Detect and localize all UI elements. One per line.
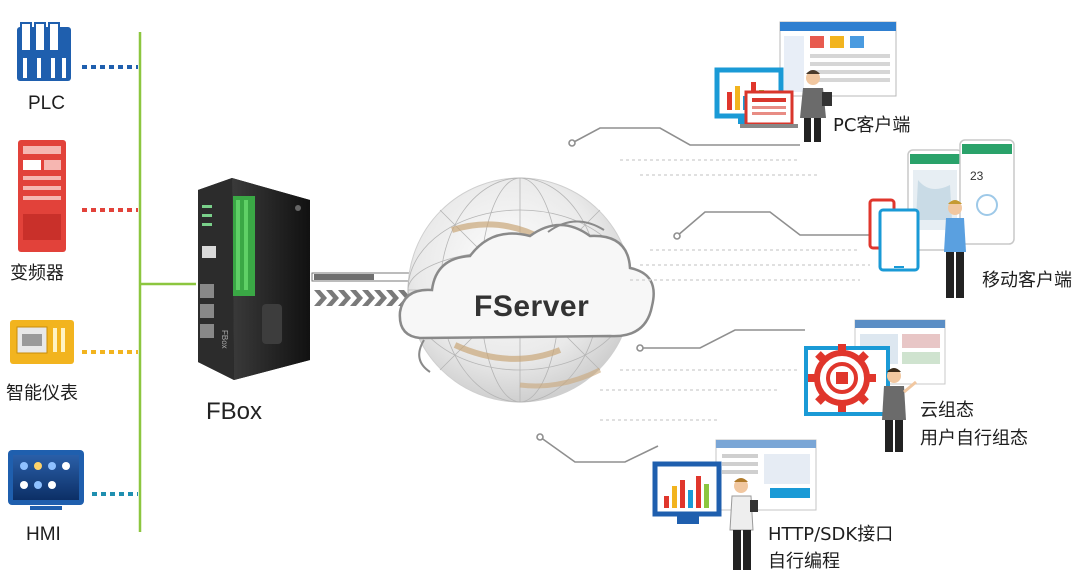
- device-label-hmi: HMI: [26, 524, 61, 545]
- client-label-sdk-1: HTTP/SDK接口: [768, 524, 894, 545]
- gear-icon: [808, 344, 876, 412]
- svg-text:23: 23: [970, 169, 984, 183]
- field-bus: [138, 32, 196, 532]
- client-label-scada-2: 用户自行组态: [920, 428, 1028, 449]
- circuit-traces: [536, 127, 870, 463]
- cloud-server-label: FServer: [474, 290, 590, 323]
- person-icon: [882, 368, 917, 452]
- client-label-scada-1: 云组态: [920, 400, 974, 421]
- phone-icon: 23: [959, 139, 1015, 245]
- tablet-icon: [868, 198, 920, 272]
- device-label-plc: PLC: [28, 93, 65, 114]
- fbox-device-icon: [198, 178, 310, 380]
- inverter-icon: [18, 140, 66, 252]
- meter-icon: [10, 320, 74, 364]
- client-label-mobile: 移动客户端: [982, 270, 1072, 291]
- hmi-icon: [8, 450, 84, 510]
- device-label-inverter: 变频器: [10, 263, 64, 284]
- client-label-pc: PC客户端: [833, 115, 911, 136]
- gateway-label: FBox: [206, 398, 263, 425]
- person-icon: [944, 200, 966, 298]
- person-icon: [729, 478, 758, 570]
- uplink-arrows: [311, 272, 421, 306]
- plc-icon: [17, 22, 71, 81]
- monitor-icon: [652, 461, 722, 524]
- device-label-meter: 智能仪表: [6, 383, 78, 404]
- client-label-sdk-2: 自行编程: [768, 551, 840, 572]
- sdk-window-illustration: [715, 439, 817, 511]
- fbox-port-label: FBox: [220, 330, 229, 349]
- pc-client-illustration: [779, 21, 897, 97]
- cloud-icon: [398, 220, 655, 373]
- person-icon: [800, 70, 832, 142]
- monitor-icon: [714, 67, 798, 128]
